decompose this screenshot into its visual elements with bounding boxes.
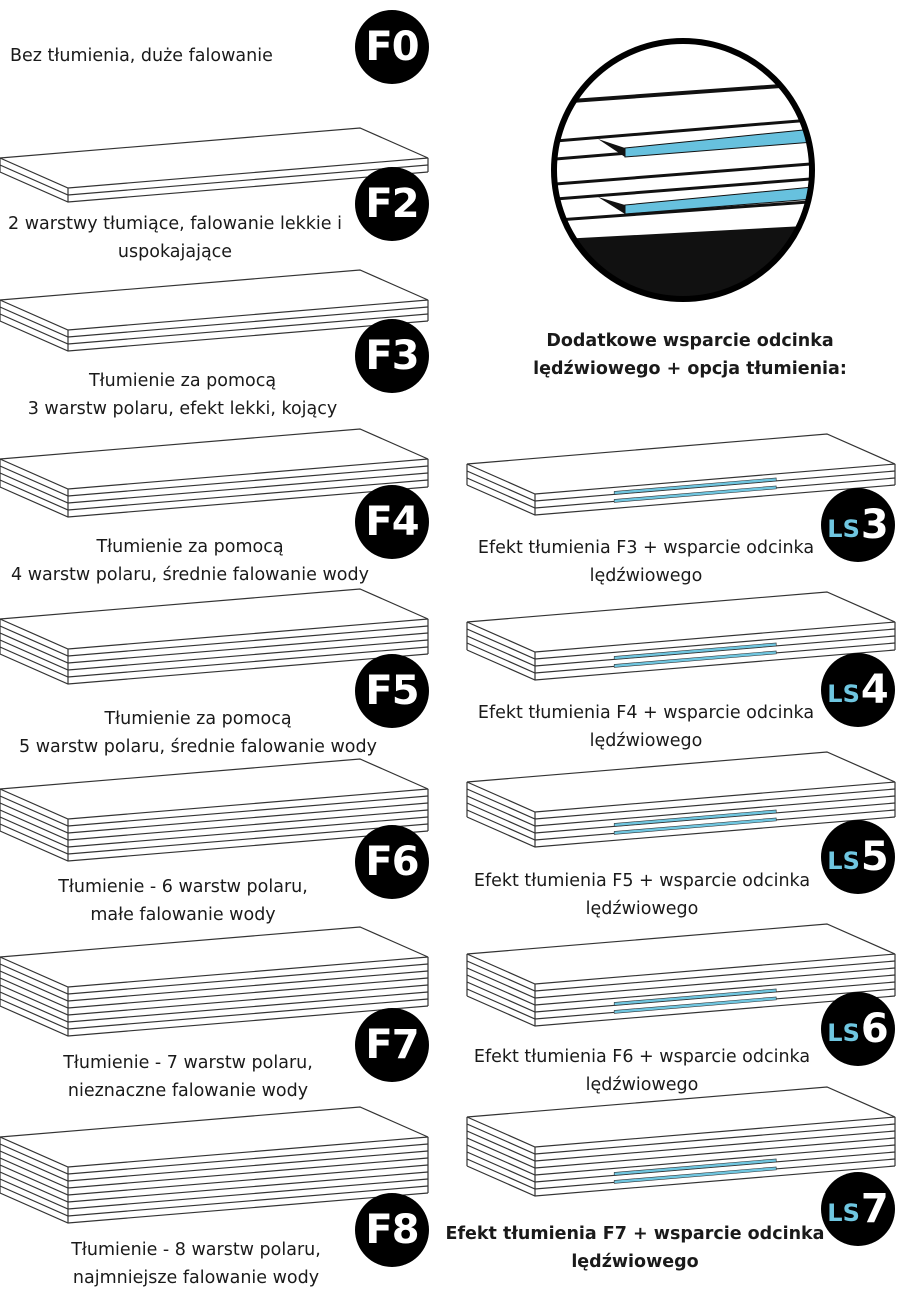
lumbar-insert bbox=[613, 650, 777, 668]
slab-ls3 bbox=[466, 433, 896, 516]
slab-top-face bbox=[466, 1086, 896, 1148]
badge-f0: F0 bbox=[355, 10, 429, 84]
badge-f5: F5 bbox=[355, 654, 429, 728]
badge-f7: F7 bbox=[355, 1008, 429, 1082]
lumbar-insert bbox=[613, 477, 777, 495]
slab-top-face bbox=[0, 758, 429, 820]
slab-top-face bbox=[0, 926, 429, 988]
lumbar-insert bbox=[613, 988, 777, 1006]
slab-top-face bbox=[0, 1106, 429, 1168]
slab-layer-edge bbox=[0, 984, 429, 1016]
slab-layer-edge bbox=[0, 991, 429, 1023]
slab-ls6 bbox=[466, 923, 896, 1027]
slab-f6 bbox=[0, 758, 429, 862]
slab-top-face bbox=[0, 428, 429, 490]
slab-top-face bbox=[466, 433, 896, 495]
caption-f0: Bez tłumienia, duże falowanie bbox=[10, 46, 273, 66]
slab-f8 bbox=[0, 1106, 429, 1224]
badge-f4: F4 bbox=[355, 485, 429, 559]
badge-f8: F8 bbox=[355, 1193, 429, 1267]
lumbar-insert bbox=[613, 996, 777, 1014]
lumbar-insert bbox=[613, 642, 777, 660]
slab-layer-edge bbox=[0, 1171, 429, 1203]
slab-top-face bbox=[0, 269, 429, 331]
badge-f6: F6 bbox=[355, 825, 429, 899]
lumbar-insert bbox=[613, 1166, 777, 1184]
slab-layer-edge bbox=[0, 1164, 429, 1196]
caption-f6: Tłumienie - 6 warstw polaru,małe falowan… bbox=[58, 877, 308, 925]
slab-layer-edge bbox=[466, 1144, 896, 1176]
lumbar-insert bbox=[613, 1158, 777, 1176]
slab-f5 bbox=[0, 588, 429, 685]
caption-f8: Tłumienie - 8 warstw polaru,najmniejsze … bbox=[71, 1240, 321, 1288]
slab-f4 bbox=[0, 428, 429, 518]
slab-top-face bbox=[466, 751, 896, 813]
slab-top-face bbox=[0, 588, 429, 650]
caption-f7: Tłumienie - 7 warstw polaru,nieznaczne f… bbox=[63, 1053, 313, 1101]
badge-f2: F2 bbox=[355, 167, 429, 241]
slab-top-face bbox=[466, 923, 896, 985]
slab-ls4 bbox=[466, 591, 896, 681]
lumbar-insert bbox=[613, 817, 777, 835]
slab-ls7 bbox=[466, 1086, 896, 1197]
badge-f3: F3 bbox=[355, 319, 429, 393]
lumbar-insert bbox=[613, 809, 777, 827]
slab-f7 bbox=[0, 926, 429, 1037]
slab-f2 bbox=[0, 127, 429, 203]
lumbar-detail-magnifier bbox=[551, 38, 815, 302]
slab-f3 bbox=[0, 269, 429, 352]
lumbar-insert bbox=[613, 485, 777, 503]
slab-ls5 bbox=[466, 751, 896, 848]
slab-top-face bbox=[466, 591, 896, 653]
